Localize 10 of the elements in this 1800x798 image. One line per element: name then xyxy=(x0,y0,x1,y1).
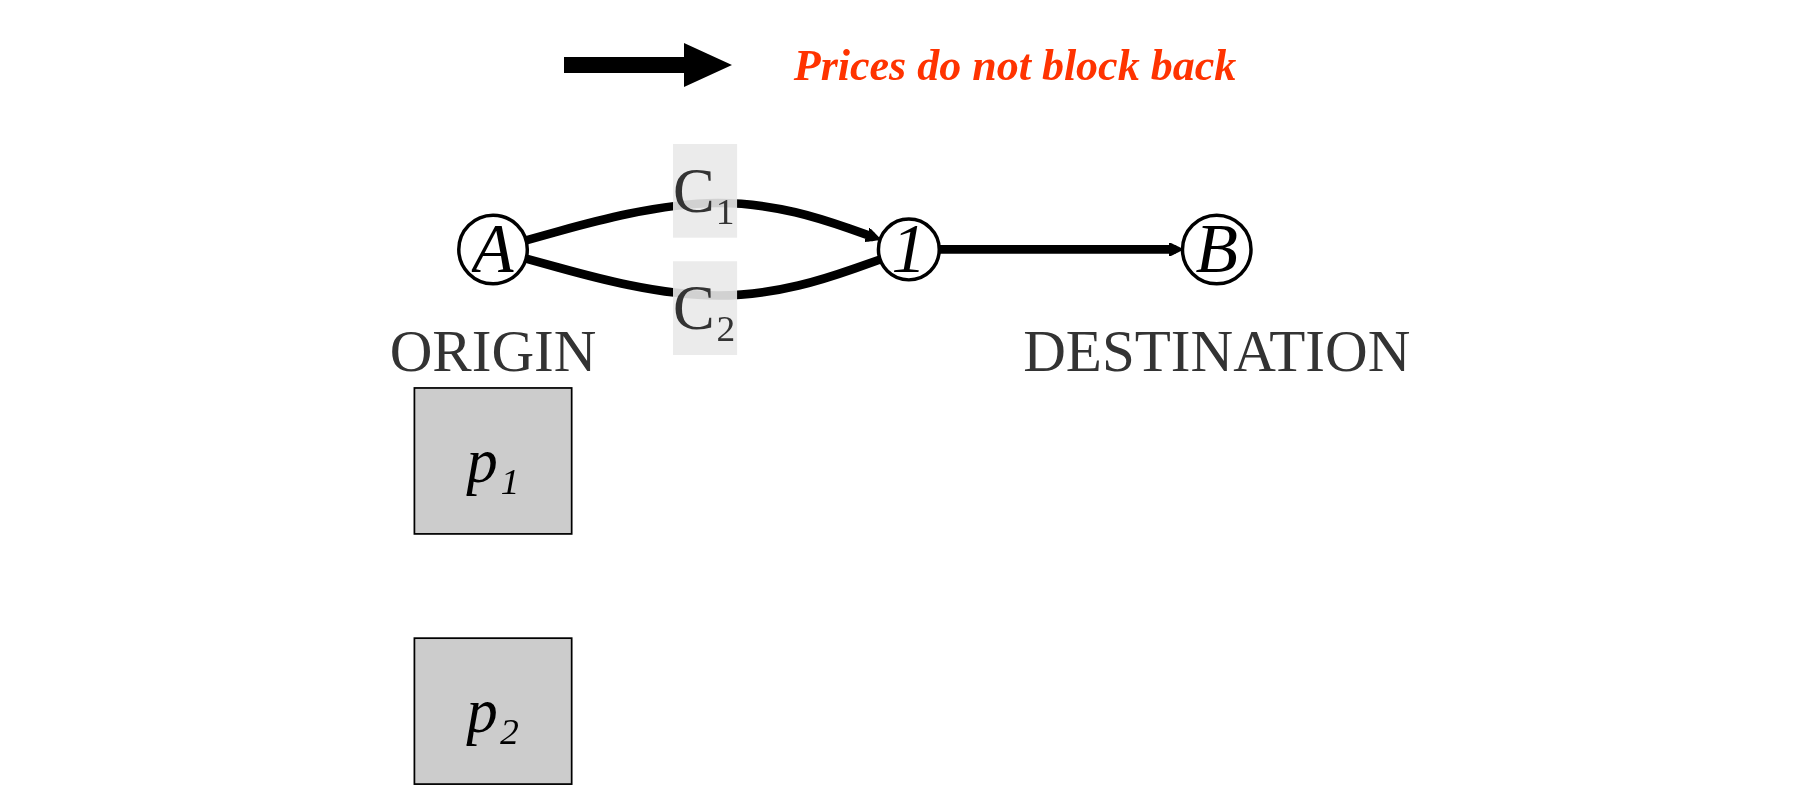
note-text: Prices do not block back xyxy=(793,39,1237,91)
edge-label: C₁ xyxy=(672,156,737,226)
node-circle: A xyxy=(457,213,530,286)
node-box: p₁ xyxy=(413,387,573,535)
node-caption: ORIGIN xyxy=(389,318,597,385)
node-box: p₂ xyxy=(413,637,573,785)
node-caption: DESTINATION xyxy=(1023,318,1411,385)
edge-label: C₂ xyxy=(672,273,737,343)
node-circle: 1 xyxy=(876,217,941,282)
node-circle: B xyxy=(1180,213,1253,286)
